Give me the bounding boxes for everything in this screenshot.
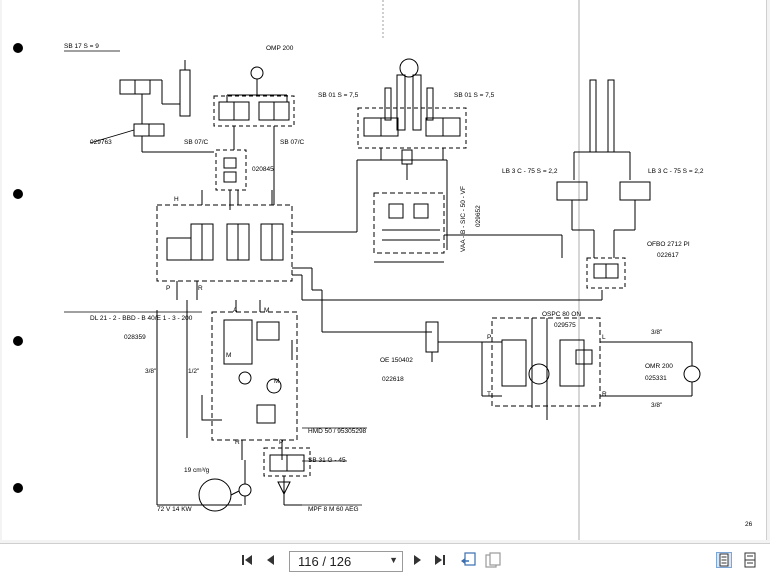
single-page-view-icon[interactable] <box>716 552 732 568</box>
label-sb07c-right: SB 07/C <box>280 139 305 146</box>
label-hmd: HMD 50 / 95305298 <box>308 428 367 435</box>
label-020845: 020845 <box>252 166 274 173</box>
label-025331: 025331 <box>645 375 667 382</box>
document-viewport[interactable]: SB 17 S = 9 029763 OMP 200 SB 07/C SB 07… <box>0 0 770 543</box>
rotate-left-icon[interactable] <box>459 551 477 569</box>
label-size12: 1/2" <box>188 368 200 375</box>
label-sb01-right: SB 01 S = 7,5 <box>454 92 495 99</box>
label-l: L <box>602 334 606 341</box>
label-ofbo: OFBO 2712 PI <box>647 241 690 248</box>
previous-page-icon[interactable] <box>264 553 278 567</box>
label-oe150402: OE 150402 <box>380 357 413 364</box>
rotate-right-icon[interactable] <box>484 551 502 569</box>
label-size38-bottom: 3/8" <box>651 402 663 409</box>
page-number-selector[interactable]: 116 / 126 ▼ <box>289 551 403 572</box>
label-m2: M <box>274 378 279 385</box>
label-029652: 029652 <box>475 205 482 227</box>
label-lb3c-left: LB 3 C - 75 S = 2,2 <box>502 168 558 175</box>
label-pump: 19 cm³/g <box>184 467 210 474</box>
binder-hole <box>13 483 23 493</box>
label-022617: 022617 <box>657 252 679 259</box>
label-m1: M <box>226 352 231 359</box>
label-motor: 72 V 14 KW <box>157 506 193 513</box>
last-page-icon[interactable] <box>433 553 447 567</box>
pdf-page: SB 17 S = 9 029763 OMP 200 SB 07/C SB 07… <box>2 0 767 540</box>
label-omr200: OMR 200 <box>645 363 673 370</box>
label-vaa: VAA - B - SIC - 50 - VF <box>460 186 467 252</box>
binder-hole <box>13 43 23 53</box>
label-029763: 029763 <box>90 139 112 146</box>
label-p: P <box>166 285 170 292</box>
label-r: R <box>198 285 203 292</box>
label-022618: 022618 <box>382 376 404 383</box>
label-ospc: OSPC 80 ON <box>542 311 581 318</box>
label-sb07c-left: SB 07/C <box>184 139 209 146</box>
label-h: H <box>174 196 179 203</box>
label-r-ospc: R <box>602 391 607 398</box>
page-number: 26 <box>745 521 753 528</box>
continuous-view-icon[interactable] <box>742 552 758 568</box>
label-p-ospc: P <box>487 334 491 341</box>
label-m: M <box>264 307 269 314</box>
label-029575: 029575 <box>554 322 576 329</box>
label-028359: 028359 <box>124 334 146 341</box>
label-lb3c-right: LB 3 C - 75 S = 2,2 <box>648 168 704 175</box>
label-sb17: SB 17 S = 9 <box>64 43 99 50</box>
label-a: A <box>233 307 238 314</box>
label-t-ospc: T <box>487 391 491 398</box>
label-omp200-top: OMP 200 <box>266 45 294 52</box>
label-sb01-left: SB 01 S = 7,5 <box>318 92 359 99</box>
binder-hole <box>13 189 23 199</box>
next-page-icon[interactable] <box>410 553 424 567</box>
pdf-toolbar: 116 / 126 ▼ <box>0 543 770 575</box>
binder-hole <box>13 336 23 346</box>
label-dl21: DL 21 - 2 - BBD - B 40/E 1 - 3 - 200 <box>90 315 193 322</box>
page-indicator: 116 / 126 <box>298 554 352 569</box>
label-size38-left: 3/8" <box>145 368 157 375</box>
label-size38-top: 3/8" <box>651 329 663 336</box>
hydraulic-schematic: SB 17 S = 9 029763 OMP 200 SB 07/C SB 07… <box>13 0 753 540</box>
label-p1: P <box>279 439 283 446</box>
label-sb31: SB 31 G - 45 <box>308 457 346 464</box>
first-page-icon[interactable] <box>240 553 254 567</box>
chevron-down-icon[interactable]: ▼ <box>389 555 398 565</box>
label-r1: R <box>235 439 240 446</box>
label-mpf: MPF 8 M 60 AEG <box>308 506 359 513</box>
